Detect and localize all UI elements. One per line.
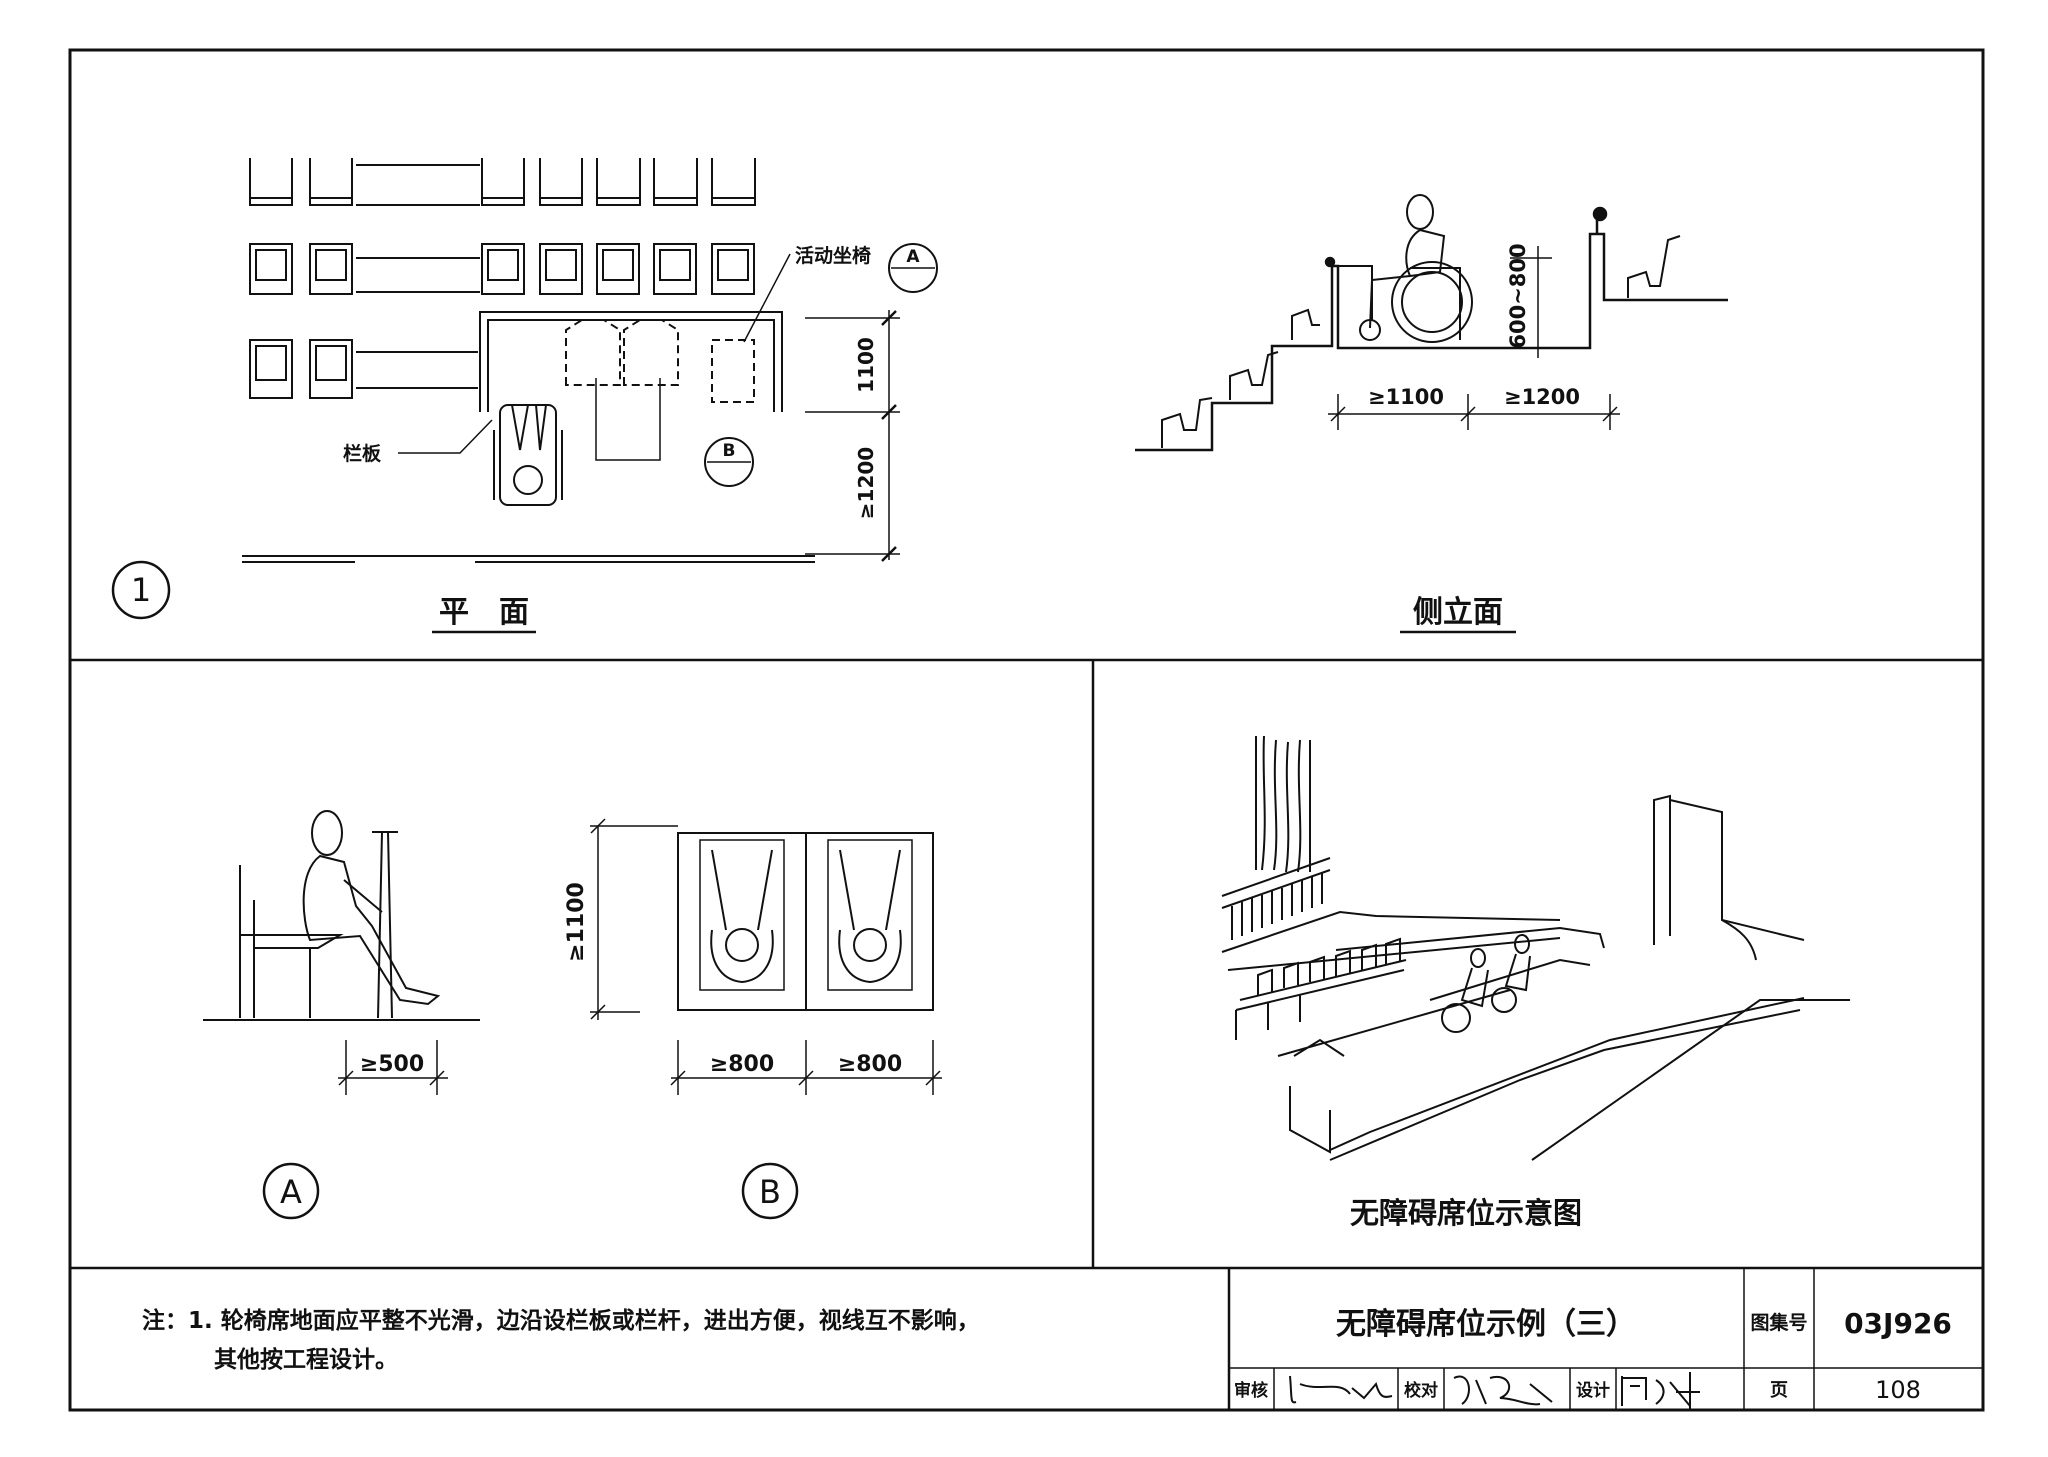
elevation-dim-1200: ≥1200: [1504, 385, 1580, 409]
barrier-board-label: 栏板: [343, 442, 382, 465]
detail-b-dim-w1: ≥800: [710, 1052, 774, 1077]
seat-row-3: [249, 339, 478, 399]
movable-seat-label: 活动坐椅: [795, 244, 871, 267]
seat-row-1: [249, 158, 756, 206]
figure-number: 1: [131, 571, 151, 609]
atlas-label: 图集号: [1750, 1311, 1807, 1334]
elevation-seats: [1161, 235, 1681, 448]
detail-b-wheelchair-1: [699, 839, 785, 991]
elevation-wheelchair: [1336, 194, 1473, 343]
title-block-row: [1273, 1368, 1700, 1410]
note-line-1: 注：1. 轮椅席地面应平整不光滑，边沿设栏板或栏杆，进出方便，视线互不影响，: [142, 1307, 980, 1334]
figure-number-circle: [111, 560, 171, 620]
detail-a-drawing: [203, 810, 480, 1220]
note-line-2: 其他按工程设计。: [214, 1346, 398, 1373]
perspective-seats: [1235, 937, 1407, 1040]
detail-b-dim-w2: ≥800: [838, 1052, 902, 1077]
elevation-title: 侧立面: [1413, 595, 1503, 630]
plan-title: 平 面: [439, 595, 529, 630]
barrier-board: [479, 311, 783, 412]
detail-b-drawing: [590, 818, 942, 1220]
plan-dim-1100: 1100: [854, 337, 878, 393]
page-label: 页: [1770, 1380, 1788, 1401]
detail-a-label: A: [280, 1173, 302, 1211]
detail-b-wheelchair-2: [827, 839, 913, 991]
elevation-dim-1100: ≥1100: [1368, 385, 1444, 409]
wheelchair-spaces: [565, 319, 755, 403]
perspective-caption: 无障碍席位示意图: [1350, 1196, 1582, 1230]
detail-b-label: B: [759, 1173, 781, 1211]
callout-b-text: B: [723, 441, 736, 461]
plan-dim-1200: ≥1200: [854, 447, 878, 519]
plan-view: [111, 158, 938, 634]
seat-row-2: [249, 243, 755, 295]
perspective-wheelchairs: [1429, 934, 1591, 1033]
drawing-title: 无障碍席位示例（三）: [1336, 1307, 1636, 1342]
callout-a-circle: [888, 243, 938, 293]
callout-b-circle: [704, 437, 754, 487]
elevation-dimensions: [1328, 246, 1620, 430]
design-label: 设计: [1576, 1380, 1610, 1401]
review-label: 审核: [1234, 1380, 1268, 1401]
plan-dimensions: [805, 310, 900, 562]
side-elevation: [1135, 194, 1728, 634]
atlas-number: 03J926: [1844, 1307, 1952, 1340]
detail-a-dim: ≥500: [360, 1052, 424, 1077]
page-number: 108: [1875, 1376, 1921, 1404]
check-label: 校对: [1404, 1380, 1438, 1401]
signature-review: [1289, 1375, 1393, 1404]
callout-a-text: A: [906, 247, 920, 267]
detail-b-dim-height: ≥1100: [564, 882, 589, 962]
sheet-frame: [68, 48, 1985, 1412]
elevation-dim-600-800: 600~800: [1506, 243, 1530, 348]
plan-wheelchair: [493, 404, 563, 506]
signature-check: [1453, 1375, 1553, 1406]
perspective-sketch: [1221, 735, 1850, 1161]
signature-design: [1621, 1372, 1700, 1410]
